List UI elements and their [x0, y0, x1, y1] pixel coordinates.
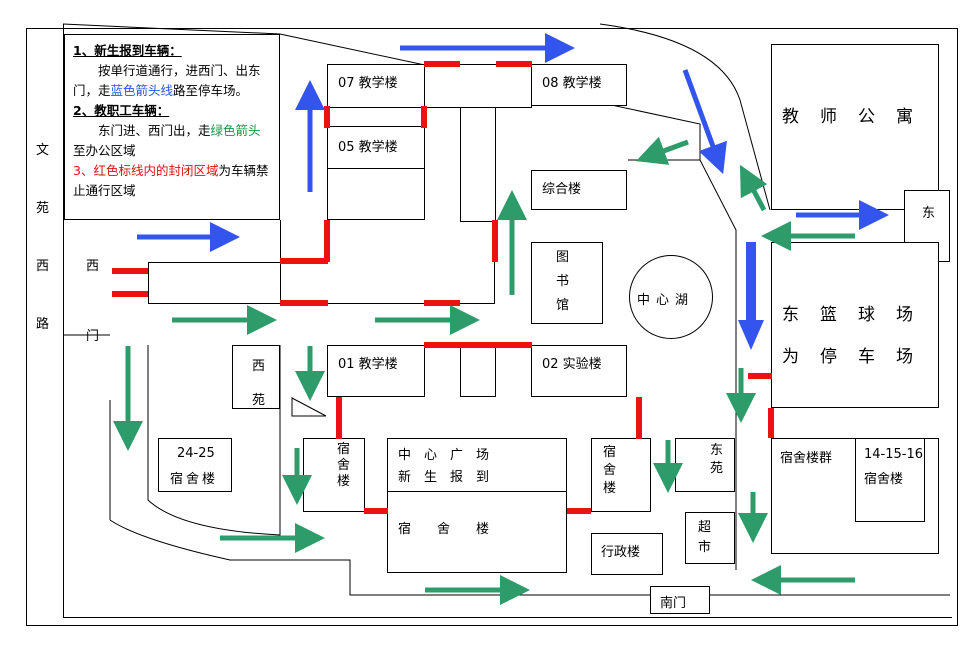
building-07-label: 07 教学楼: [338, 76, 398, 91]
center-square-label-a: 中 心 广 场: [398, 448, 490, 463]
restricted-line: [424, 300, 460, 306]
restricted-line: [280, 300, 328, 306]
building-05-label: 05 教学楼: [338, 140, 398, 155]
court-label-b: 为 停 车 场: [782, 347, 915, 367]
center-lake: [629, 255, 713, 339]
lab-dorm-label: 宿舍楼: [603, 445, 617, 496]
building-zonghe-label: 综合楼: [542, 182, 582, 197]
restricted-line: [280, 258, 328, 264]
building-01-02-inner: [460, 345, 496, 397]
outer-frame: [26, 28, 958, 626]
supermarket-label: 超市: [698, 520, 712, 555]
restricted-line: [768, 408, 774, 438]
building-05: [327, 126, 425, 220]
blue-route-arrow: [738, 242, 764, 350]
restricted-line: [636, 397, 642, 439]
corridor-top: [424, 64, 532, 108]
dorm-small: [303, 438, 365, 512]
triangle-marker: [291, 397, 327, 417]
admin-building-label: 行政楼: [601, 545, 641, 560]
dorm-14-15-16: [855, 438, 925, 522]
center-square-label-b: 新 生 报 到: [398, 470, 490, 485]
building-08: [531, 64, 627, 106]
library-label: 图书馆: [556, 250, 570, 313]
restricted-line: [492, 220, 498, 262]
restricted-line: [112, 268, 148, 274]
dorm-group-label: 宿舍楼群: [780, 451, 833, 466]
xiyuan-label: 西苑: [252, 359, 266, 408]
building-02: [531, 345, 627, 397]
lab-dorm: [591, 438, 651, 512]
restricted-line: [421, 106, 427, 128]
building-zonghe: [531, 170, 627, 210]
restricted-line: [424, 342, 532, 348]
dorm-small-label: 宿舍楼: [337, 442, 351, 489]
dorm-14-15-16-label-b: 宿舍楼: [864, 472, 904, 487]
restricted-line: [324, 220, 330, 262]
building-05-divider: [327, 168, 425, 169]
legend-item3-text: 3、红色标线内的封闭区域为车辆禁止通行区域: [73, 163, 269, 198]
restricted-line: [424, 61, 460, 67]
center-square: [387, 438, 567, 492]
building-08-label: 08 教学楼: [542, 76, 602, 91]
legend-item1-title: 1、新生报到车辆：: [73, 43, 182, 58]
south-gate-label: 南门: [660, 596, 687, 611]
east-basketball-court: [771, 242, 939, 408]
dorm-14-15-16-label-a: 14-15-16: [864, 447, 924, 462]
xiyuan: [232, 345, 280, 409]
legend-item2-title: 2、教职工车辆：: [73, 103, 170, 118]
center-lake-label: 中心湖: [637, 293, 695, 308]
building-01: [327, 345, 425, 397]
restricted-line: [748, 373, 772, 379]
dongyuan-label: 东苑: [710, 443, 724, 476]
dorm-24-25: [158, 438, 232, 492]
south-gate: [650, 586, 710, 614]
green-route-arrow: [739, 164, 768, 212]
restricted-line: [324, 106, 330, 128]
restricted-line: [364, 508, 388, 514]
teacher-apartment: [771, 44, 939, 210]
campus-boundary: [63, 24, 952, 618]
court-label-a: 东 篮 球 场: [782, 305, 915, 325]
dorm-24-25-label-a: 24-25: [177, 446, 215, 461]
supermarket: [685, 512, 735, 564]
restricted-line: [496, 61, 532, 67]
legend-item1-text: 按单行道通行，进西门、出东门，走蓝色箭头线路至停车场。: [73, 63, 261, 98]
dorm-center-label: 宿 舍 楼: [398, 522, 490, 537]
blue-route-arrow: [682, 69, 727, 175]
restricted-line: [567, 508, 591, 514]
restricted-line: [336, 397, 342, 439]
restricted-line: [112, 291, 148, 297]
road-label: 文苑西路: [36, 143, 50, 332]
green-route-arrow: [635, 136, 689, 165]
admin-building: [591, 533, 663, 575]
library: [531, 242, 603, 324]
dorm-center: [387, 491, 567, 573]
teacher-apartment-label: 教 师 公 寓: [782, 107, 915, 127]
building-01-label: 01 教学楼: [338, 357, 398, 372]
dorm-24-25-label-b: 宿舍楼: [170, 472, 219, 487]
legend-box: 1、新生报到车辆： 按单行道通行，进西门、出东门，走蓝色箭头线路至停车场。 2、…: [64, 34, 280, 220]
building-02-label: 02 实验楼: [542, 357, 602, 372]
west-gate-label: 西门: [86, 259, 100, 344]
legend-item2-text: 东门进、西门出，走绿色箭头至办公区域: [73, 123, 261, 158]
